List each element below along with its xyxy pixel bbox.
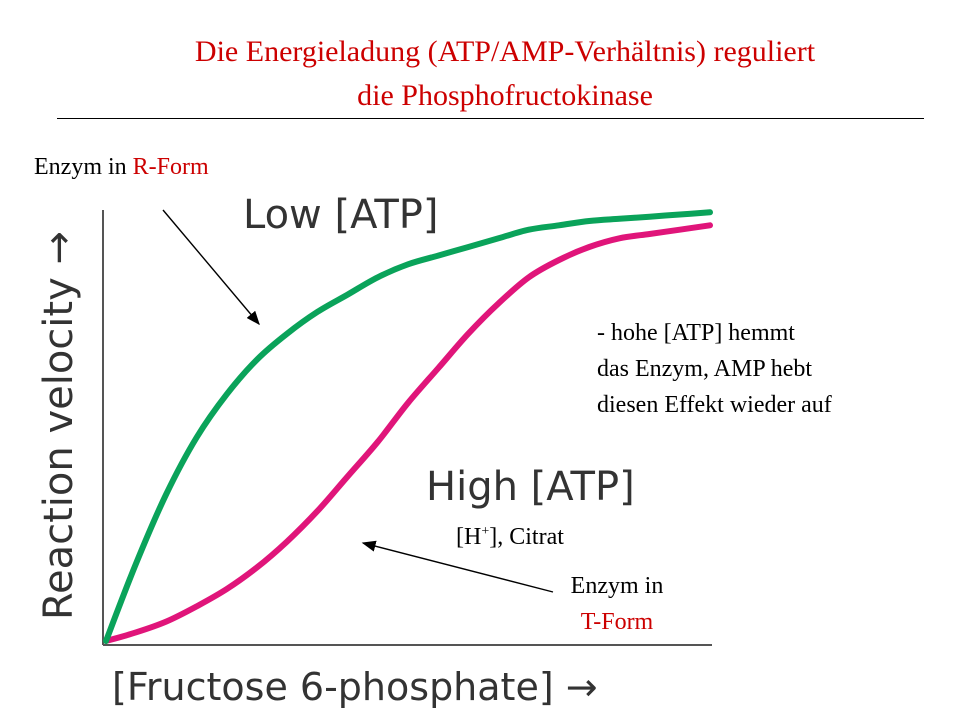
note-line-1: - hohe [ATP] hemmt	[597, 320, 795, 346]
t-form-annotation: Enzym in T-Form	[552, 568, 682, 640]
note-line-2: das Enzym, AMP hebt	[597, 356, 813, 382]
y-axis-label: Reaction velocity →	[36, 231, 82, 620]
title-line-1: Die Energieladung (ATP/AMP-Verhältnis) r…	[194, 35, 816, 68]
series-label-high-atp: High [ATP]	[426, 464, 635, 510]
inhibition-note: - hohe [ATP] hemmt das Enzym, AMP hebt d…	[597, 315, 832, 423]
inhibitors-label: [H+], Citrat	[456, 524, 564, 551]
inhibitors-suffix: ], Citrat	[489, 524, 564, 550]
t-form-pointer-arrow	[361, 540, 554, 593]
slide-title: Die Energieladung (ATP/AMP-Verhältnis) r…	[0, 30, 960, 118]
title-line-2: die Phosphofructokinase	[357, 79, 653, 112]
t-form-label: T-Form	[580, 609, 654, 635]
title-divider	[57, 118, 924, 119]
x-axis-label: [Fructose 6-phosphate] →	[112, 665, 598, 709]
r-form-pointer-arrow	[162, 209, 260, 326]
inhibitors-prefix: [H	[456, 524, 482, 550]
t-form-prefix: Enzym in	[570, 573, 664, 599]
r-form-annotation: Enzym in R-Form	[34, 154, 209, 181]
inhibitors-sup: +	[481, 524, 490, 539]
note-line-3: diesen Effekt wieder auf	[597, 392, 832, 418]
r-form-label: R-Form	[132, 154, 209, 180]
series-line-low-atp	[103, 209, 713, 644]
r-form-prefix: Enzym in	[34, 154, 133, 180]
series-line-high-atp	[103, 222, 713, 644]
series-label-low-atp: Low [ATP]	[243, 192, 439, 238]
